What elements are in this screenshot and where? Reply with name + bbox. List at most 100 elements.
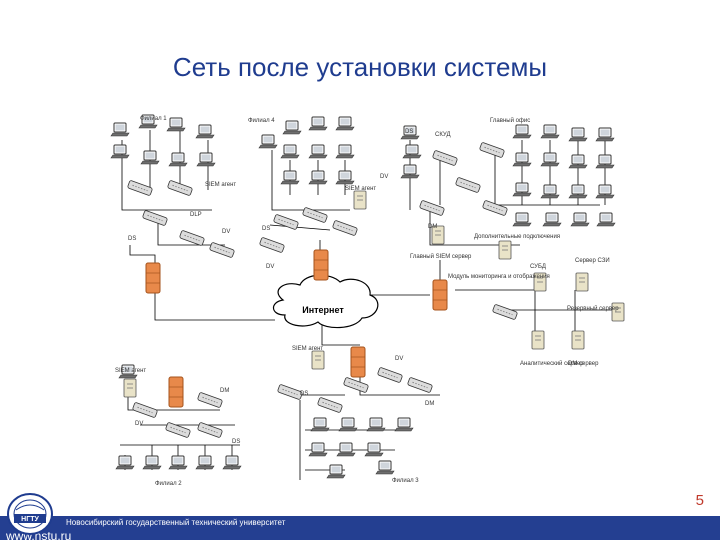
label-ds-main: DS: [405, 129, 413, 135]
switch-icon: [431, 149, 459, 167]
server-icon: [498, 240, 512, 260]
switch-icon: [478, 141, 506, 159]
label-filial2: Филиал 2: [155, 481, 182, 487]
footer-bar: [0, 516, 720, 540]
internet-cloud: Интернет: [272, 274, 379, 329]
workstation-icon: [540, 152, 560, 167]
workstation-icon: [110, 144, 130, 159]
label-backup-server: Резервный сервер: [567, 305, 619, 312]
switch-icon: [208, 241, 236, 259]
workstation-icon: [308, 116, 328, 131]
workstation-icon: [336, 442, 356, 457]
internet-label: Интернет: [302, 305, 344, 315]
workstation-icon: [542, 212, 562, 227]
label-filial1: Филиал 1: [140, 116, 167, 122]
switch-icon: [196, 421, 224, 439]
workstation-icon: [280, 144, 300, 159]
server-icon: [571, 330, 585, 350]
label-monitoring-module: Модуль мониторинга и отображения: [448, 274, 550, 280]
workstation-icon: [308, 170, 328, 185]
server-icon: [311, 350, 325, 370]
switch-icon: [491, 303, 519, 321]
workstation-icon: [540, 124, 560, 139]
firewall-icon: [350, 346, 366, 378]
label-dv-2: DV: [135, 421, 143, 427]
switch-icon: [131, 401, 159, 419]
workstation-icon: [196, 152, 216, 167]
label-ds-1: DS: [128, 236, 136, 242]
workstation-icon: [115, 455, 135, 470]
label-sved: СУБД: [530, 264, 546, 270]
switch-icon: [418, 199, 446, 217]
label-ds-3: DS: [300, 391, 308, 397]
workstation-icon: [335, 170, 355, 185]
workstation-icon: [375, 460, 395, 475]
firewall-icon: [168, 376, 184, 408]
label-device-integration: Дополнительные подключения: [474, 234, 560, 240]
label-dv-main: DV: [380, 174, 388, 180]
workstation-icon: [595, 184, 615, 199]
server-icon: [353, 190, 367, 210]
switch-icon: [164, 421, 192, 439]
switch-icon: [276, 383, 304, 401]
label-siem-agent-3: SIEM агент: [292, 346, 323, 352]
label-skud: СКУД: [435, 132, 451, 138]
workstation-icon: [400, 164, 420, 179]
workstation-icon: [366, 417, 386, 432]
switch-icon: [454, 176, 482, 194]
label-analytics-server: Аналитический сервер: [520, 360, 584, 367]
logo-text: НГТУ: [21, 516, 39, 523]
server-icon: [123, 378, 137, 398]
switch-icon: [258, 236, 286, 254]
workstation-icon: [310, 417, 330, 432]
university-logo: НГТУ: [7, 493, 53, 535]
label-filial3: Филиал 3: [392, 478, 419, 484]
footer-university: Новосибирский государственный технически…: [66, 518, 286, 527]
workstation-icon: [568, 154, 588, 169]
label-ds-4: DS: [262, 226, 270, 232]
workstation-icon: [568, 184, 588, 199]
switch-icon: [342, 376, 370, 394]
workstation-icon: [168, 152, 188, 167]
workstation-icon: [570, 212, 590, 227]
workstation-icon: [142, 455, 162, 470]
label-siem-agent-2: SIEM агент: [115, 368, 146, 374]
switch-icon: [376, 366, 404, 384]
workstation-icon: [512, 212, 532, 227]
workstation-icon: [166, 117, 186, 132]
label-server-szi: Сервер СЗИ: [575, 258, 610, 264]
workstation-icon: [308, 144, 328, 159]
label-siem-agent-1: SIEM агент: [205, 182, 236, 188]
server-icon: [575, 272, 589, 292]
workstation-icon: [222, 455, 242, 470]
switch-icon: [196, 391, 224, 409]
switch-icon: [272, 213, 300, 231]
label-dm-server: DM сервер: [568, 361, 599, 367]
workstation-icon: [308, 442, 328, 457]
label-main-office: Главный офис: [490, 117, 530, 124]
firewall-icon: [313, 249, 329, 281]
workstation-icon: [394, 417, 414, 432]
switch-icon: [301, 206, 329, 224]
label-dm-main: DM: [428, 224, 437, 230]
workstation-icon: [110, 122, 130, 137]
switch-icon: [126, 179, 154, 197]
workstation-icon: [595, 127, 615, 142]
workstation-icon: [195, 124, 215, 139]
firewall-icon: [145, 262, 161, 294]
workstation-icon: [326, 464, 346, 479]
workstation-icon: [335, 116, 355, 131]
workstation-icon: [364, 442, 384, 457]
switch-icon: [331, 219, 359, 237]
label-siem-main-server: Главный SIEM сервер: [410, 253, 472, 260]
workstation-icon: [282, 120, 302, 135]
label-ds-2: DS: [232, 439, 240, 445]
label-dv-3: DV: [395, 356, 403, 362]
label-dlp: DLP: [190, 212, 202, 218]
workstation-icon: [595, 154, 615, 169]
switch-icon: [316, 396, 344, 414]
workstation-icon: [195, 455, 215, 470]
workstation-icon: [168, 455, 188, 470]
switch-icon: [406, 376, 434, 394]
workstation-icon: [512, 124, 532, 139]
